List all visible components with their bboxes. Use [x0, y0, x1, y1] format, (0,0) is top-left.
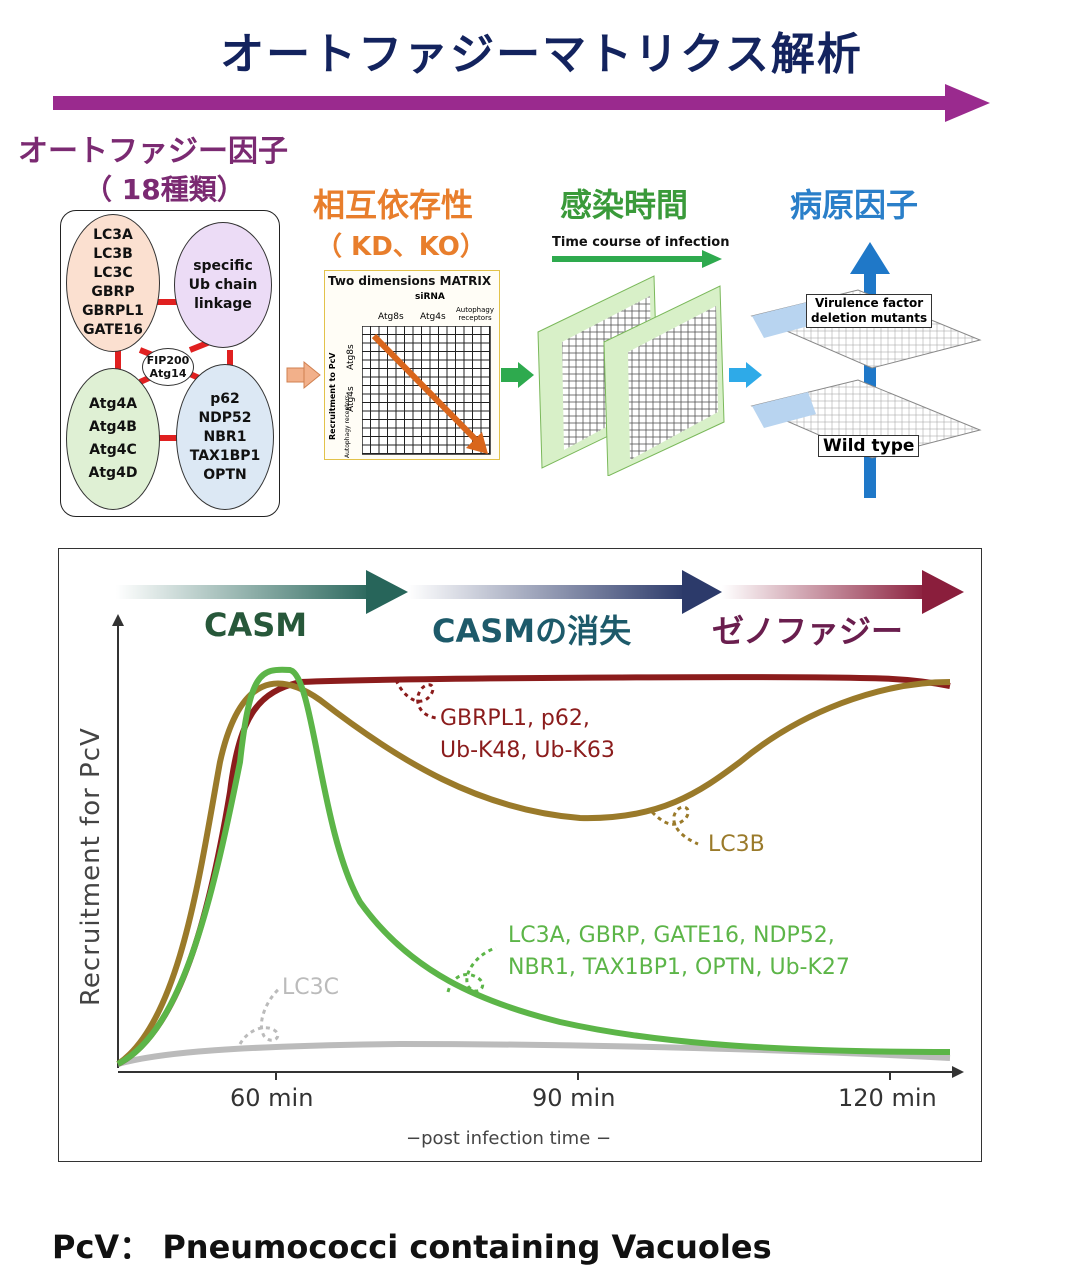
chart-frame	[58, 548, 982, 1162]
arrow-green	[501, 362, 534, 388]
matrix-ylabel: Recruitment to PcV	[328, 352, 337, 440]
annotation-red: GBRPL1, p62,Ub-K48, Ub-K63	[440, 706, 615, 763]
matrix-col-3: Autophagy receptors	[455, 306, 494, 322]
phase-xenophagy: ゼノファジー	[712, 612, 904, 650]
interdependence-title: 相互依存性	[313, 186, 474, 224]
matrix-grid	[362, 326, 491, 455]
tick-90: 90 min	[532, 1084, 616, 1112]
factors-subtitle: （ 18種類）	[84, 173, 245, 206]
phase-casm: CASM	[204, 606, 308, 644]
curve-lc3c	[117, 1040, 951, 1067]
x-axis-label: −post infection time −	[406, 1128, 612, 1149]
factors-title: オートファジー因子	[18, 134, 288, 169]
top-arrow	[53, 84, 990, 122]
wild-type-label: Wild type	[818, 435, 920, 457]
interdependence-subtitle: （ KD、KO）	[316, 232, 486, 262]
tick-120: 120 min	[838, 1084, 937, 1112]
matrix-sirna: siRNA	[415, 292, 445, 302]
curves-plot	[112, 614, 964, 1080]
phase-arrows	[116, 570, 964, 614]
curve-lc3a	[116, 666, 951, 1067]
time-course-panels	[537, 275, 725, 476]
footer-note: PcV： Pneumococci containing Vacuoles	[52, 1228, 772, 1266]
arrow-blue	[729, 362, 762, 388]
arrow-orange	[286, 360, 321, 390]
factor-box	[60, 210, 280, 517]
pathogen-layers	[750, 242, 982, 498]
infection-time-title: 感染時間	[560, 186, 689, 224]
annotation-green: LC3A, GBRP, GATE16, NDP52,NBR1, TAX1BP1,…	[508, 923, 850, 980]
annotation-grey: LC3C	[282, 975, 339, 1000]
phase-casm-loss: CASMの消失	[432, 612, 632, 650]
time-course-caption: Time course of infection	[552, 235, 730, 250]
matrix-col-1: Atg8s	[378, 312, 404, 322]
curve-lc3b	[116, 679, 951, 1067]
matrix-title: Two dimensions MATRIX	[328, 274, 492, 288]
time-course-arrow	[552, 250, 722, 268]
matrix-row-3: Autophagy receptors	[344, 395, 351, 458]
annotation-olive: LC3B	[708, 832, 765, 857]
matrix-row-1: Atg8s	[346, 344, 356, 370]
pathogen-title: 病原因子	[790, 186, 919, 224]
matrix-col-2: Atg4s	[420, 312, 446, 322]
page-title: オートファジーマトリクス解析	[220, 29, 863, 80]
tick-60: 60 min	[230, 1084, 314, 1112]
